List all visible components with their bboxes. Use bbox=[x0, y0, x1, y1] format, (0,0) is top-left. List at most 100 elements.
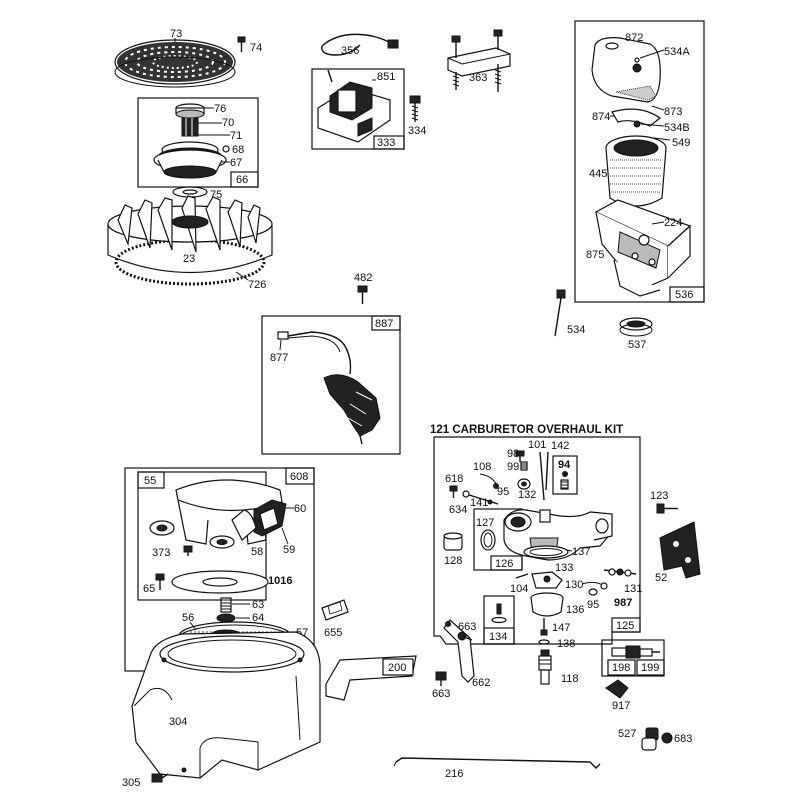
needle-134-part bbox=[491, 603, 507, 624]
callout-147: 147 bbox=[552, 622, 570, 634]
screw-334-part bbox=[409, 95, 421, 122]
callout-662: 662 bbox=[472, 677, 490, 689]
starter-cup-part bbox=[153, 103, 227, 179]
callout-199: 199 bbox=[641, 662, 659, 674]
callout-55: 55 bbox=[144, 475, 156, 487]
clip-655-part bbox=[321, 599, 349, 621]
callout-304: 304 bbox=[169, 716, 187, 728]
callout-663a: 663 bbox=[458, 621, 476, 633]
callout-99: 99 bbox=[507, 461, 519, 473]
callout-887: 887 bbox=[375, 318, 393, 330]
callout-549: 549 bbox=[672, 137, 690, 149]
box-608-tag bbox=[285, 467, 315, 485]
callout-634: 634 bbox=[449, 504, 467, 516]
callout-76: 76 bbox=[214, 103, 226, 115]
callout-1016: 1016 bbox=[268, 575, 292, 587]
air-cleaner-cover-part bbox=[591, 37, 661, 103]
callout-136: 136 bbox=[566, 604, 584, 616]
callout-333: 333 bbox=[377, 137, 395, 149]
callout-138: 138 bbox=[557, 638, 575, 650]
callout-67: 67 bbox=[230, 157, 242, 169]
callout-98: 98 bbox=[507, 448, 519, 460]
callout-23: 23 bbox=[183, 253, 195, 265]
callout-101: 101 bbox=[528, 439, 546, 451]
callout-536: 536 bbox=[675, 289, 693, 301]
callout-141: 141 bbox=[470, 497, 488, 509]
starter-handle-part bbox=[231, 499, 287, 541]
callout-527: 527 bbox=[618, 728, 636, 740]
flywheel-screen-part bbox=[114, 39, 236, 88]
box-134-tag bbox=[483, 627, 515, 645]
callout-127: 127 bbox=[476, 517, 494, 529]
spring-130-part bbox=[581, 581, 608, 590]
callout-125: 125 bbox=[616, 620, 634, 632]
callout-537: 537 bbox=[628, 339, 646, 351]
screw-663a-part bbox=[457, 631, 473, 641]
callout-655: 655 bbox=[324, 627, 342, 639]
callout-200: 200 bbox=[388, 662, 406, 674]
callout-663b: 663 bbox=[432, 688, 450, 700]
callout-987: 987 bbox=[614, 597, 632, 609]
callout-618: 618 bbox=[445, 473, 463, 485]
box-198-tag bbox=[607, 659, 636, 676]
gasket-127-part bbox=[480, 529, 496, 551]
screw-98-part bbox=[515, 450, 525, 462]
link-662-part bbox=[443, 619, 475, 683]
callout-534A: 534A bbox=[664, 46, 690, 58]
governor-spring-216-part bbox=[393, 757, 601, 769]
spring-99-part bbox=[520, 461, 528, 471]
box-126-tag bbox=[490, 555, 523, 571]
callout-59: 59 bbox=[283, 544, 295, 556]
pin-104-part bbox=[515, 573, 529, 579]
screw-482-part bbox=[357, 285, 368, 304]
callout-363: 363 bbox=[469, 72, 487, 84]
bowl-gasket-137-part bbox=[523, 545, 569, 559]
callout-216: 216 bbox=[445, 768, 463, 780]
box-121 bbox=[433, 436, 641, 645]
grommet-527-part bbox=[641, 727, 659, 751]
flywheel-part bbox=[107, 195, 273, 286]
main-jet-147-part bbox=[540, 618, 548, 636]
bolt-534-part bbox=[554, 289, 566, 337]
callout-95a: 95 bbox=[497, 486, 509, 498]
screw-305-part bbox=[151, 773, 169, 783]
box-66-tag bbox=[230, 171, 259, 188]
callout-872: 872 bbox=[625, 32, 643, 44]
callout-534: 534 bbox=[567, 324, 585, 336]
box-333 bbox=[311, 68, 405, 150]
callout-118: 118 bbox=[561, 673, 579, 685]
callout-874: 874 bbox=[592, 111, 610, 123]
box-199-tag bbox=[636, 659, 665, 676]
box-125-tag bbox=[611, 617, 641, 633]
box-536-tag bbox=[669, 286, 705, 303]
float-part bbox=[531, 571, 563, 589]
callout-875: 875 bbox=[586, 249, 604, 261]
callout-64: 64 bbox=[252, 612, 264, 624]
spring-108-part bbox=[479, 473, 499, 489]
box-887-tag bbox=[371, 315, 401, 331]
box-55-tag bbox=[137, 471, 165, 489]
callout-131: 131 bbox=[624, 583, 642, 595]
callout-482: 482 bbox=[354, 272, 372, 284]
callout-851: 851 bbox=[377, 71, 395, 83]
callout-95b: 95 bbox=[587, 599, 599, 611]
box-333-tag bbox=[373, 135, 405, 150]
bushing-128-part bbox=[443, 532, 463, 551]
air-cleaner-base-part bbox=[594, 199, 692, 297]
ignition-armature-part bbox=[317, 69, 391, 143]
retainer-64-part bbox=[216, 613, 236, 623]
callout-108: 108 bbox=[473, 461, 491, 473]
wire-harness-part bbox=[277, 331, 381, 445]
callout-445: 445 bbox=[589, 168, 607, 180]
throttle-shaft-part bbox=[462, 490, 499, 505]
callout-71: 71 bbox=[230, 130, 242, 142]
callout-60: 60 bbox=[294, 503, 306, 515]
callout-132: 132 bbox=[518, 489, 536, 501]
callout-52: 52 bbox=[655, 572, 667, 584]
callout-134: 134 bbox=[489, 631, 507, 643]
callout-70: 70 bbox=[222, 117, 234, 129]
bracket-363-part bbox=[447, 29, 511, 92]
screw-123-part bbox=[656, 503, 678, 514]
callout-133: 133 bbox=[555, 562, 573, 574]
callout-66: 66 bbox=[236, 174, 248, 186]
